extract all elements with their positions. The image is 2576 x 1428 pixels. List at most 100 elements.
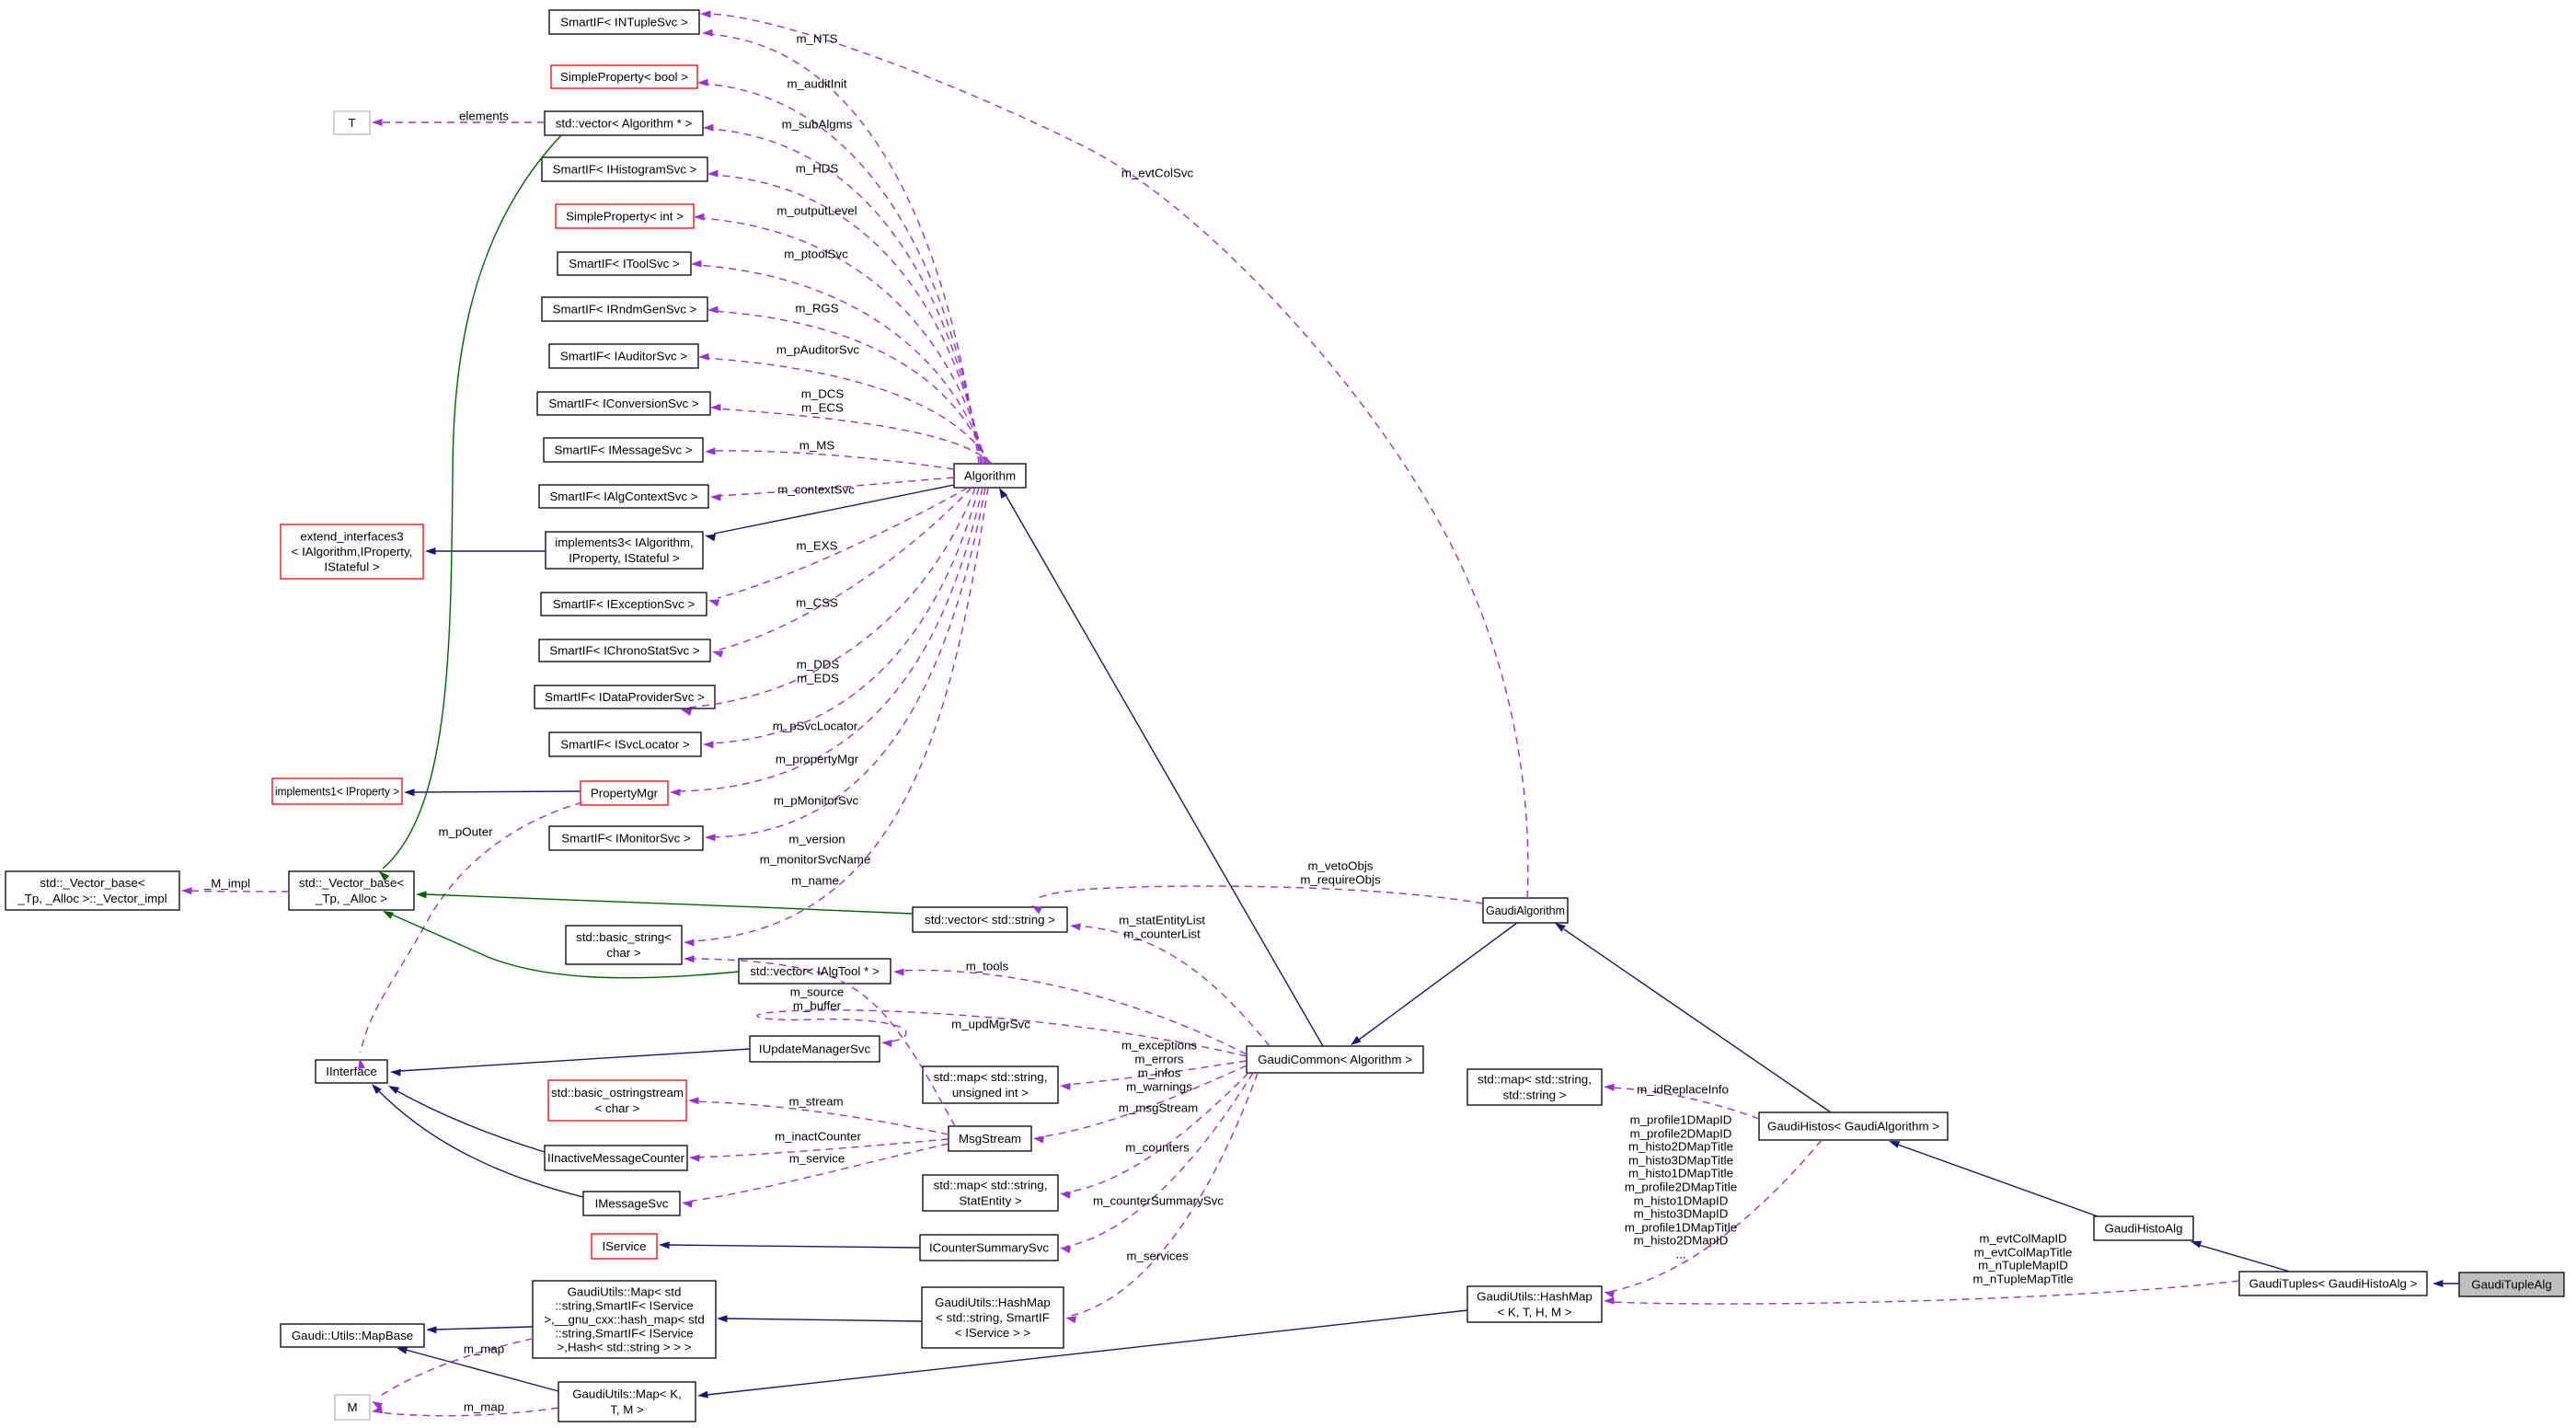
svg-text:M: M <box>347 1400 357 1414</box>
svg-text:std::string >: std::string > <box>1502 1088 1566 1102</box>
svg-text:std::map< std::string,: std::map< std::string, <box>1478 1073 1592 1087</box>
svg-text:m_histo2DMapTitle: m_histo2DMapTitle <box>1628 1140 1733 1154</box>
svg-text:m_vetoObjs: m_vetoObjs <box>1308 859 1374 873</box>
svg-text:m_stream: m_stream <box>788 1095 843 1109</box>
svg-text:m_pSvcLocator: m_pSvcLocator <box>773 720 858 733</box>
svg-text:SmartIF< IAuditorSvc >: SmartIF< IAuditorSvc > <box>560 350 687 363</box>
svg-text:elements: elements <box>459 109 509 123</box>
svg-text:m_updMgrSvc: m_updMgrSvc <box>951 1018 1030 1031</box>
svg-text:T: T <box>348 116 355 130</box>
svg-text:GaudiUtils::Map< std: GaudiUtils::Map< std <box>568 1285 682 1299</box>
svg-text:m_MS: m_MS <box>799 439 835 453</box>
svg-text:m_services: m_services <box>1126 1250 1189 1263</box>
svg-text:std::basic_ostringstream: std::basic_ostringstream <box>551 1086 684 1100</box>
svg-text:m_histo2DMapID: m_histo2DMapID <box>1634 1234 1729 1248</box>
svg-text:m_evtColSvc: m_evtColSvc <box>1121 167 1194 180</box>
svg-text:Gaudi::Utils::MapBase: Gaudi::Utils::MapBase <box>292 1329 413 1342</box>
svg-text:m_nTupleMapTitle: m_nTupleMapTitle <box>1972 1273 2073 1286</box>
svg-text:_Tp, _Alloc >: _Tp, _Alloc > <box>315 892 387 905</box>
svg-text:m_histo1DMapID: m_histo1DMapID <box>1634 1194 1729 1208</box>
svg-text:SmartIF< ISvcLocator >: SmartIF< ISvcLocator > <box>560 738 690 752</box>
svg-text:< K, T, H, M >: < K, T, H, M > <box>1497 1306 1571 1319</box>
svg-text:m_map: m_map <box>464 1400 504 1414</box>
svg-text:IInterface: IInterface <box>326 1065 376 1078</box>
svg-text:IService: IService <box>602 1239 646 1253</box>
svg-text:< char >: < char > <box>595 1101 640 1115</box>
svg-text:IInactiveMessageCounter: IInactiveMessageCounter <box>547 1151 685 1165</box>
svg-text:m_exceptions: m_exceptions <box>1121 1039 1197 1053</box>
svg-text:SmartIF< IRndmGenSvc >: SmartIF< IRndmGenSvc > <box>553 303 697 317</box>
svg-text:m_ECS: m_ECS <box>801 401 844 415</box>
svg-text:m_outputLevel: m_outputLevel <box>776 204 857 218</box>
svg-text:m_service: m_service <box>789 1152 845 1166</box>
svg-text:< std::string, SmartIF: < std::string, SmartIF <box>936 1311 1050 1325</box>
svg-text:ICounterSummarySvc: ICounterSummarySvc <box>929 1241 1049 1255</box>
svg-text:m_CSS: m_CSS <box>796 596 838 610</box>
svg-text:implements3< IAlgorithm,: implements3< IAlgorithm, <box>555 536 693 549</box>
svg-text:m_evtColMapTitle: m_evtColMapTitle <box>1974 1246 2073 1260</box>
svg-text:m_tools: m_tools <box>966 960 1009 973</box>
svg-text:StatEntity >: StatEntity > <box>959 1194 1022 1208</box>
svg-text:IUpdateManagerSvc: IUpdateManagerSvc <box>759 1042 871 1056</box>
svg-text:char >: char > <box>606 946 641 960</box>
svg-text:m_buffer: m_buffer <box>793 999 842 1013</box>
svg-text:SmartIF< IToolSvc >: SmartIF< IToolSvc > <box>569 257 680 271</box>
svg-text:SimpleProperty< bool >: SimpleProperty< bool > <box>560 70 688 84</box>
svg-text:m_histo3DMapTitle: m_histo3DMapTitle <box>1628 1154 1733 1168</box>
svg-text:SmartIF< IHistogramSvc >: SmartIF< IHistogramSvc > <box>553 163 697 177</box>
svg-text:m_idReplaceInfo: m_idReplaceInfo <box>1637 1083 1729 1097</box>
svg-text:SmartIF< IConversionSvc >: SmartIF< IConversionSvc > <box>548 397 699 410</box>
svg-text:SmartIF< IMessageSvc >: SmartIF< IMessageSvc > <box>554 443 692 457</box>
svg-text:m_inactCounter: m_inactCounter <box>775 1130 861 1144</box>
svg-text:std::map< std::string,: std::map< std::string, <box>934 1179 1048 1192</box>
svg-text:IStateful >: IStateful > <box>324 560 379 574</box>
svg-text:_M_impl: _M_impl <box>203 877 250 891</box>
svg-text:m_contextSvc: m_contextSvc <box>777 483 855 497</box>
svg-text:extend_interfaces3: extend_interfaces3 <box>300 530 403 544</box>
svg-text:m_histo3DMapID: m_histo3DMapID <box>1634 1207 1729 1221</box>
svg-text:Algorithm: Algorithm <box>964 469 1016 483</box>
svg-text:GaudiHistoAlg: GaudiHistoAlg <box>2105 1222 2183 1236</box>
svg-text:m_profile1DMapID: m_profile1DMapID <box>1630 1113 1732 1127</box>
svg-text:m_errors: m_errors <box>1134 1053 1184 1066</box>
svg-text:m_name: m_name <box>791 874 839 888</box>
svg-text:GaudiCommon< Algorithm >: GaudiCommon< Algorithm > <box>1258 1053 1412 1066</box>
svg-text:SimpleProperty< int >: SimpleProperty< int > <box>566 210 684 224</box>
svg-text:m_DDS: m_DDS <box>797 658 840 672</box>
svg-text:IMessageSvc: IMessageSvc <box>595 1197 669 1211</box>
svg-text:GaudiTuples< GaudiHistoAlg >: GaudiTuples< GaudiHistoAlg > <box>2249 1277 2418 1291</box>
svg-text:std::_Vector_base<: std::_Vector_base< <box>299 876 404 890</box>
svg-text:m_version: m_version <box>788 833 845 846</box>
svg-text:m_RGS: m_RGS <box>795 302 838 316</box>
svg-text:< IAlgorithm,IProperty,: < IAlgorithm,IProperty, <box>292 545 413 559</box>
svg-text:m_evtColMapID: m_evtColMapID <box>1979 1232 2066 1246</box>
svg-text:m_warnings: m_warnings <box>1126 1080 1192 1094</box>
svg-text:GaudiAlgorithm: GaudiAlgorithm <box>1486 904 1565 917</box>
svg-text:m_EXS: m_EXS <box>796 539 837 553</box>
svg-text:SmartIF< INTupleSvc >: SmartIF< INTupleSvc > <box>560 16 688 29</box>
svg-text:m_HDS: m_HDS <box>796 162 839 176</box>
svg-text:std::map< std::string,: std::map< std::string, <box>934 1070 1048 1084</box>
svg-text:SmartIF< IDataProviderSvc >: SmartIF< IDataProviderSvc > <box>545 690 705 704</box>
svg-text:m_pMonitorSvc: m_pMonitorSvc <box>774 794 859 808</box>
svg-text:m_subAlgms: m_subAlgms <box>782 118 853 132</box>
svg-text:GaudiUtils::HashMap: GaudiUtils::HashMap <box>935 1296 1051 1309</box>
svg-text:GaudiUtils::HashMap: GaudiUtils::HashMap <box>1477 1290 1593 1304</box>
svg-text:::string,SmartIF< IService: ::string,SmartIF< IService <box>555 1327 693 1341</box>
svg-text:>,__gnu_cxx::hash_map< std: >,__gnu_cxx::hash_map< std <box>544 1313 704 1327</box>
svg-text:_Tp, _Alloc >::_Vector_impl: _Tp, _Alloc >::_Vector_impl <box>17 892 167 905</box>
svg-text:std::vector< std::string >: std::vector< std::string > <box>925 913 1055 927</box>
svg-text:::string,SmartIF< IService: ::string,SmartIF< IService <box>555 1299 693 1313</box>
svg-text:std::_Vector_base<: std::_Vector_base< <box>40 876 144 890</box>
svg-text:m_NTS: m_NTS <box>796 32 837 46</box>
svg-text:SmartIF< IExceptionSvc >: SmartIF< IExceptionSvc > <box>553 597 696 611</box>
svg-text:m_infos: m_infos <box>1138 1066 1181 1080</box>
svg-text:m_pOuter: m_pOuter <box>438 825 493 839</box>
svg-text:SmartIF< IAlgContextSvc >: SmartIF< IAlgContextSvc > <box>549 489 697 503</box>
svg-text:m_map: m_map <box>464 1342 504 1356</box>
svg-text:m_counters: m_counters <box>1125 1141 1190 1155</box>
svg-text:m_pAuditorSvc: m_pAuditorSvc <box>776 343 860 357</box>
svg-text:m_EDS: m_EDS <box>797 672 839 685</box>
svg-text:m_statEntityList: m_statEntityList <box>1119 914 1205 927</box>
svg-text:...: ... <box>1675 1248 1685 1261</box>
